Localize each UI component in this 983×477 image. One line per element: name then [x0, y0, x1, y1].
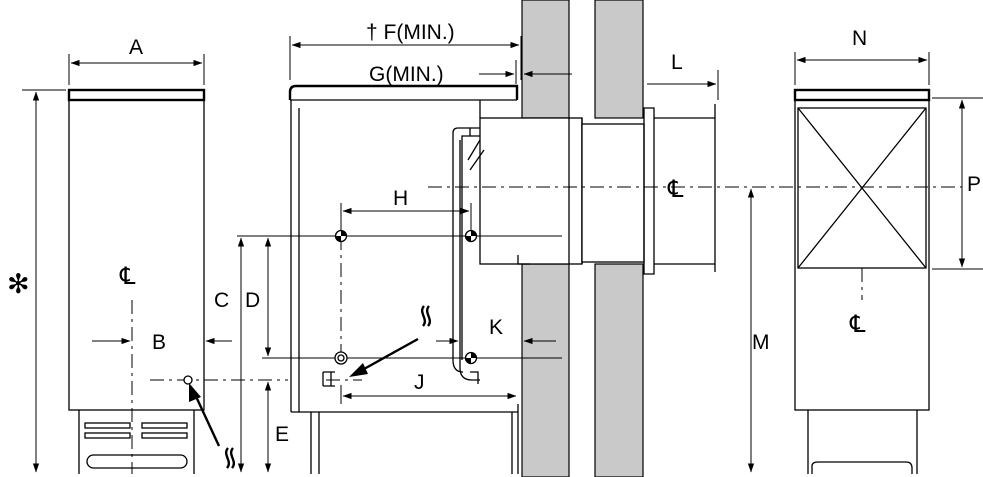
- gas-pointer-arrow-shaft: [191, 389, 221, 447]
- dimension-k-label: K: [489, 316, 503, 339]
- dimension-n-label: N: [852, 27, 867, 50]
- vent-duct-flange: [643, 107, 655, 275]
- gas-valve-fitting: [322, 371, 335, 387]
- wall-left-upper: [521, 0, 570, 119]
- dimension-d-label: D: [245, 289, 260, 312]
- dimension-j-label: J: [414, 371, 425, 394]
- side-view-cabinet: [290, 100, 518, 413]
- gas-flame-icon-left: [224, 447, 236, 469]
- dimension-g-label: G(MIN.): [369, 63, 444, 86]
- gas-inlet-point: [334, 351, 348, 365]
- dimension-e: E: [264, 381, 289, 473]
- dimension-b-label: B: [152, 331, 166, 354]
- vent-duct-collar: [479, 117, 583, 265]
- gas-flame-icon-right: [420, 305, 432, 327]
- front-view: ℄ A ✻ B: [7, 36, 288, 474]
- front-view-centerline-symbol: ℄: [119, 263, 136, 290]
- side-gas-pointer-shaft: [354, 337, 419, 376]
- dimension-f: † F(MIN.): [289, 21, 522, 80]
- front-view-top-cap: [67, 88, 206, 102]
- side-view-top-cap: [288, 84, 519, 100]
- dimension-m-label: M: [752, 331, 770, 354]
- gas-pointer-arrowhead: [189, 383, 201, 402]
- side-gas-pointer-arrowhead: [349, 363, 368, 377]
- dimension-k: K: [436, 316, 556, 345]
- front-view-base: [78, 410, 195, 474]
- gas-pipe-riser: [452, 127, 480, 381]
- rear-view-vent-cross: [797, 107, 927, 269]
- wall-right-lower: [594, 263, 644, 477]
- side-view-base: [310, 404, 519, 474]
- dimension-a: A: [68, 36, 205, 85]
- dimension-p: P: [932, 97, 983, 270]
- rear-view: ℄ N P: [793, 27, 983, 474]
- front-view-cabinet: [68, 99, 205, 411]
- connection-point-top-right: [464, 229, 478, 243]
- dimension-m: M: [747, 188, 770, 473]
- dimension-star-label: ✻: [7, 269, 30, 299]
- connection-point-bottom-right: [464, 351, 478, 365]
- gas-connection-point: [183, 375, 193, 385]
- dimension-a-label: A: [129, 36, 143, 59]
- dimension-l: L: [647, 51, 719, 100]
- wall-right-upper: [594, 0, 644, 119]
- vent-terminal: [654, 117, 716, 265]
- dimension-h-label: H: [393, 187, 408, 210]
- connection-point-top-left: [334, 229, 348, 243]
- dimension-l-label: L: [671, 51, 683, 74]
- rear-view-centerline-symbol: ℄: [849, 311, 866, 338]
- side-view: ℄ † F(M: [214, 0, 962, 477]
- dimension-g: G(MIN.): [369, 60, 572, 86]
- rear-view-cabinet: [794, 99, 930, 411]
- dimension-b: B: [92, 331, 232, 354]
- vent-duct-sleeve: [581, 123, 645, 263]
- dimension-f-label: † F(MIN.): [366, 21, 455, 44]
- dimension-j: J: [340, 371, 517, 404]
- dimension-c: C: [214, 237, 245, 473]
- dimension-e-label: E: [275, 423, 289, 446]
- rear-view-base: [807, 410, 918, 474]
- dimension-n: N: [794, 27, 930, 85]
- dimension-c-label: C: [214, 289, 229, 312]
- dimension-h: H: [340, 187, 472, 230]
- wall-left-lower: [521, 263, 570, 477]
- front-view-louvers: [84, 422, 188, 469]
- dimension-d: D: [245, 237, 272, 357]
- vent-centerline-symbol: ℄: [667, 176, 684, 203]
- dimension-p-label: P: [967, 173, 981, 196]
- rear-view-top-cap: [793, 88, 931, 102]
- dimension-star: ✻: [7, 89, 66, 473]
